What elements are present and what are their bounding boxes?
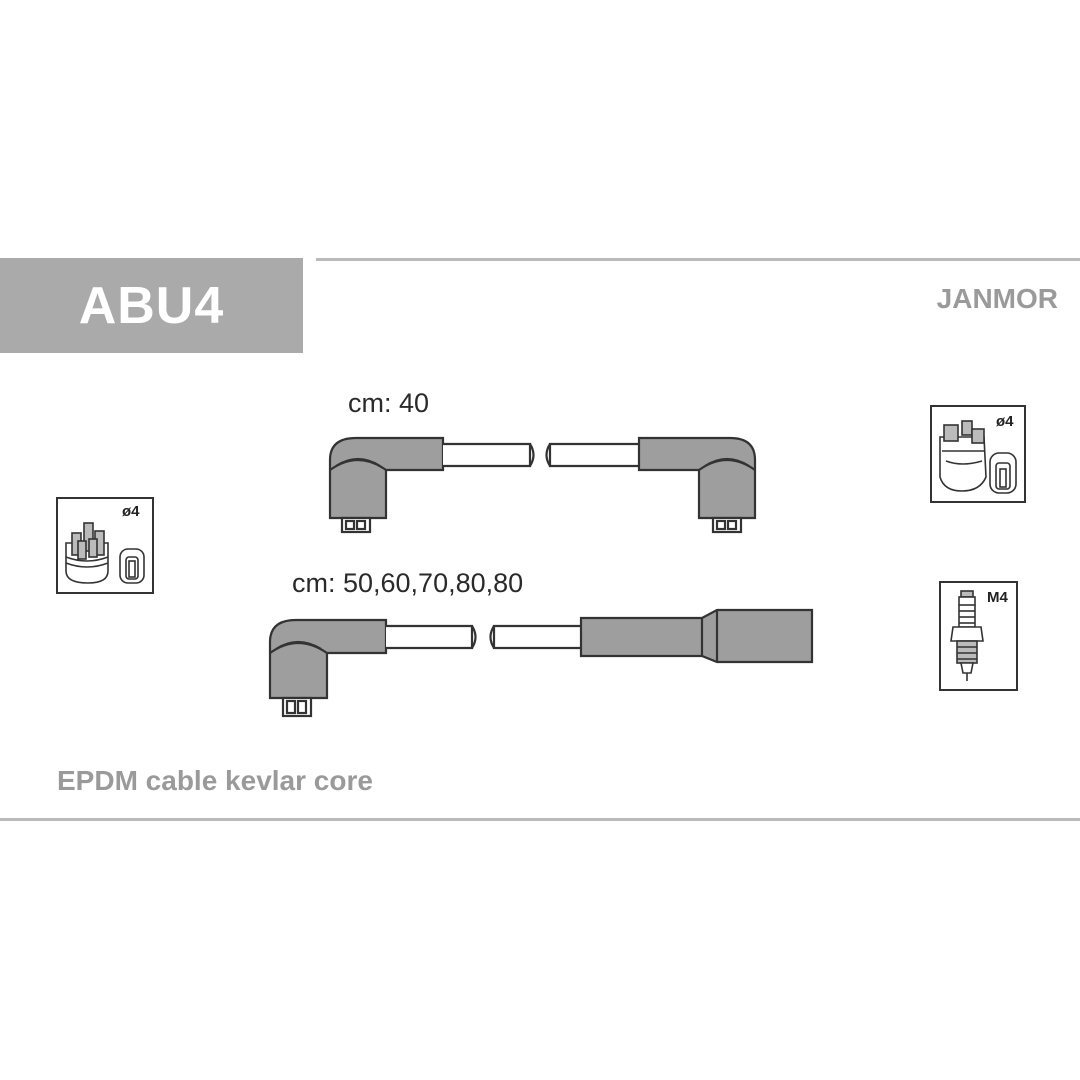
brand-name: JANMOR	[936, 283, 1058, 314]
cable-1-left-boot	[328, 436, 445, 534]
cable-2-straight-boot	[579, 608, 814, 664]
cable-1-wire-left	[443, 442, 532, 468]
footer-divider	[0, 818, 1080, 821]
cable-2-wire-right	[492, 624, 581, 650]
ignition-coil-drawing	[939, 420, 1017, 494]
part-code: ABU4	[78, 276, 225, 335]
cable-1-wire-right	[548, 442, 639, 468]
cable-1-right-boot	[637, 436, 757, 534]
cable-1-length-label: cm: 40	[348, 388, 430, 418]
cable-2-left-boot	[268, 618, 388, 718]
ignition-coil-tag: ø4	[996, 413, 1014, 430]
header-divider	[316, 258, 1080, 261]
spark-plug-drawing	[950, 590, 984, 681]
cable-2-length-label: cm: 50,60,70,80,80	[292, 568, 524, 598]
distributor-cap-tag: ø4	[122, 503, 140, 520]
cable-2-wire-left	[386, 624, 474, 650]
spark-plug-tag: M4	[987, 589, 1008, 606]
cable-2	[268, 608, 814, 718]
cable-description: EPDM cable kevlar core	[57, 765, 373, 796]
distributor-cap-icon: ø4	[56, 497, 154, 594]
spark-plug-icon: M4	[939, 581, 1018, 691]
cable-1	[328, 436, 757, 534]
part-code-box	[0, 258, 303, 353]
distributor-cap-drawing	[65, 522, 145, 584]
ignition-coil-icon: ø4	[930, 405, 1026, 503]
